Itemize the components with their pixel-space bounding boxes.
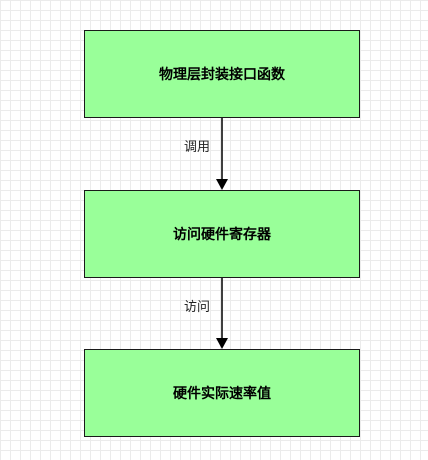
node-label: 访问硬件寄存器 <box>173 227 271 243</box>
node-label: 物理层封装接口函数 <box>159 67 285 83</box>
arrowhead-1-icon <box>216 179 228 190</box>
arrowhead-2-icon <box>216 338 228 349</box>
edge-label-call: 调用 <box>184 140 211 155</box>
node-hardware-actual-rate[interactable]: 硬件实际速率值 <box>84 349 360 437</box>
node-label: 硬件实际速率值 <box>173 386 271 402</box>
edge-label-access: 访问 <box>184 300 211 315</box>
node-access-hardware-register[interactable]: 访问硬件寄存器 <box>84 190 360 278</box>
node-physical-layer-interface[interactable]: 物理层封装接口函数 <box>84 30 360 118</box>
